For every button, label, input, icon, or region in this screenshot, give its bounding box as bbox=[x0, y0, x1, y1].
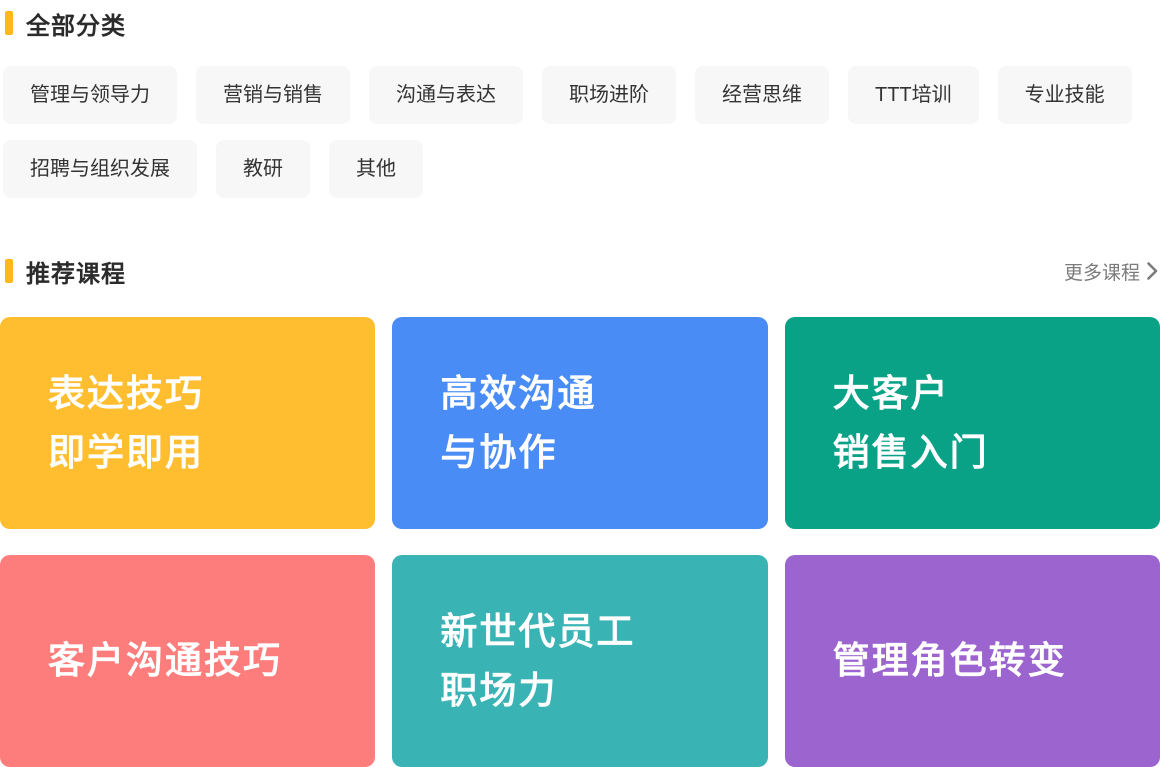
course-card-title: 高效沟通 与协作 bbox=[440, 372, 597, 473]
course-card-title: 大客户 销售入门 bbox=[832, 372, 989, 473]
more-courses-label: 更多课程 bbox=[1063, 262, 1140, 284]
course-card-management-role-transition[interactable]: 管理角色转变 bbox=[784, 555, 1160, 767]
all-categories-title: 全部分类 bbox=[26, 12, 126, 40]
recommended-courses-section: 推荐课程 更多课程 表达技巧 即学即用 高效沟通 与协作 大客户 销售入门 客户… bbox=[0, 254, 1160, 767]
course-card-grid: 表达技巧 即学即用 高效沟通 与协作 大客户 销售入门 客户沟通技巧 新世代员工… bbox=[0, 317, 1160, 767]
course-card-expression-skills[interactable]: 表达技巧 即学即用 bbox=[0, 317, 376, 529]
course-card-title: 表达技巧 即学即用 bbox=[48, 372, 204, 473]
category-chip-recruiting[interactable]: 招聘与组织发展 bbox=[3, 140, 197, 198]
accent-bar-icon bbox=[5, 11, 13, 35]
recommended-courses-title: 推荐课程 bbox=[26, 260, 126, 288]
course-card-key-account-sales[interactable]: 大客户 销售入门 bbox=[784, 317, 1160, 529]
accent-bar-icon bbox=[5, 259, 13, 283]
category-chip-career[interactable]: 职场进阶 bbox=[542, 66, 676, 124]
chevron-right-icon bbox=[1147, 262, 1158, 280]
all-categories-header: 全部分类 bbox=[0, 6, 1160, 40]
course-card-title: 管理角色转变 bbox=[832, 640, 1067, 682]
category-chip-other[interactable]: 其他 bbox=[329, 140, 423, 198]
all-categories-section: 全部分类 管理与领导力 营销与销售 沟通与表达 职场进阶 经营思维 TTT培训 … bbox=[0, 0, 1160, 198]
category-chip-research[interactable]: 教研 bbox=[216, 140, 310, 198]
category-chip-business[interactable]: 经营思维 bbox=[695, 66, 829, 124]
category-chip-marketing[interactable]: 营销与销售 bbox=[196, 66, 350, 124]
course-card-new-generation-employees[interactable]: 新世代员工 职场力 bbox=[392, 555, 768, 767]
course-card-efficient-communication[interactable]: 高效沟通 与协作 bbox=[392, 317, 768, 529]
category-chip-ttt[interactable]: TTT培训 bbox=[848, 66, 979, 124]
course-card-title: 客户沟通技巧 bbox=[48, 640, 282, 682]
course-card-customer-communication[interactable]: 客户沟通技巧 bbox=[0, 555, 376, 767]
category-chip-list: 管理与领导力 营销与销售 沟通与表达 职场进阶 经营思维 TTT培训 专业技能 … bbox=[3, 66, 1153, 198]
recommended-courses-header-row: 推荐课程 更多课程 bbox=[0, 254, 1160, 288]
course-card-title: 新世代员工 职场力 bbox=[440, 610, 636, 711]
category-chip-management[interactable]: 管理与领导力 bbox=[3, 66, 177, 124]
recommended-courses-header: 推荐课程 bbox=[0, 254, 126, 288]
category-chip-professional[interactable]: 专业技能 bbox=[997, 66, 1132, 124]
more-courses-link[interactable]: 更多课程 bbox=[1064, 258, 1158, 285]
category-chip-communication[interactable]: 沟通与表达 bbox=[369, 66, 523, 124]
